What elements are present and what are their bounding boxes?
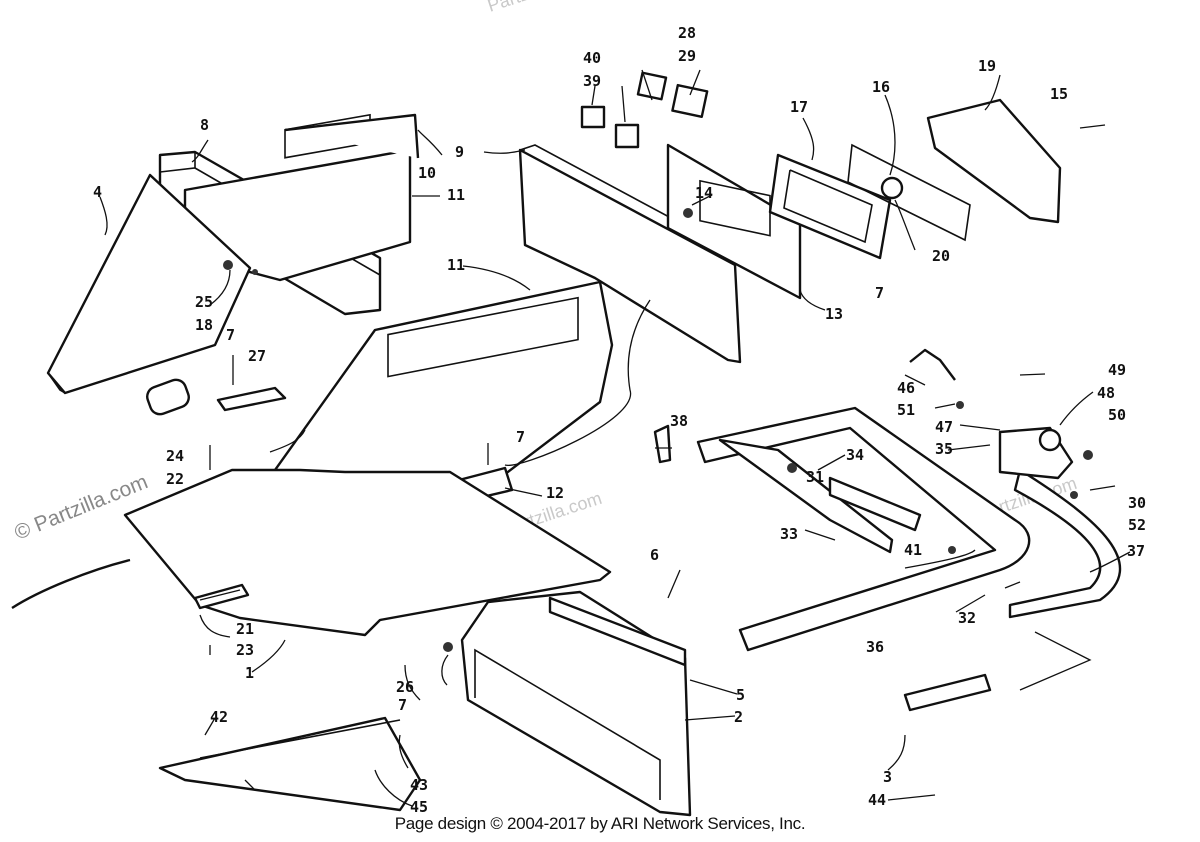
- callout-24: 24: [166, 447, 184, 465]
- callout-35: 35: [935, 440, 953, 458]
- callout-32: 32: [958, 609, 976, 627]
- callout-49: 49: [1108, 361, 1126, 379]
- part-39-reflector: [580, 105, 606, 129]
- callout-11b: 11: [447, 256, 465, 274]
- callout-19: 19: [978, 57, 996, 75]
- callout-9: 9: [455, 143, 464, 161]
- part-19-lens-cover: [926, 98, 1062, 224]
- part-10-rod: [284, 113, 420, 159]
- callout-43: 43: [410, 776, 428, 794]
- callout-8: 8: [200, 116, 209, 134]
- callout-38: 38: [670, 412, 688, 430]
- callout-3: 3: [883, 768, 892, 786]
- callouts: 1 2 3 4 5 6 7 7 7 7 8 9 10 11 11 12 13 1…: [93, 24, 1146, 816]
- callout-11a: 11: [447, 186, 465, 204]
- part-38-clip: [653, 424, 672, 464]
- leader-lines: [99, 69, 1131, 807]
- callout-52: 52: [1128, 516, 1146, 534]
- page-footer: Page design © 2004-2017 by ARI Network S…: [394, 814, 806, 833]
- callout-23: 23: [236, 641, 254, 659]
- callout-45: 45: [410, 798, 428, 816]
- callout-22: 22: [166, 470, 184, 488]
- callout-47: 47: [935, 418, 953, 436]
- callout-21: 21: [236, 620, 254, 638]
- part-27-strip: [216, 386, 287, 412]
- callout-33: 33: [780, 525, 798, 543]
- part-4-plate: [46, 173, 252, 395]
- part-16-gasket: [847, 143, 971, 242]
- callout-31: 31: [806, 468, 824, 486]
- part-36-frame: [696, 406, 1031, 652]
- callout-14: 14: [695, 184, 713, 202]
- part-42-strip: [158, 716, 422, 812]
- hardware: [209, 124, 1116, 791]
- callout-27: 27: [248, 347, 266, 365]
- callout-26: 26: [396, 678, 414, 696]
- part-37-strap: [1008, 468, 1122, 619]
- part-40-reflector: [614, 123, 640, 149]
- callout-7b: 7: [516, 428, 525, 446]
- callout-40: 40: [583, 49, 601, 67]
- callout-17: 17: [790, 98, 808, 116]
- callout-42: 42: [210, 708, 228, 726]
- callout-36: 36: [866, 638, 884, 656]
- callout-15: 15: [1050, 85, 1068, 103]
- part-48-hitch: [998, 426, 1074, 480]
- callout-25: 25: [195, 293, 213, 311]
- part-5-bar: [548, 596, 687, 667]
- callout-5: 5: [736, 686, 745, 704]
- part-2-flap: [460, 590, 692, 817]
- watermark-faint-3: Partzilla.com: [485, 0, 589, 16]
- callout-37: 37: [1127, 542, 1145, 560]
- callout-4: 4: [93, 183, 102, 201]
- part-24-roller: [146, 378, 190, 416]
- part-46-pin: [909, 348, 956, 381]
- callout-2: 2: [734, 708, 743, 726]
- callout-10: 10: [418, 164, 436, 182]
- callout-48: 48: [1097, 384, 1115, 402]
- part-28-reflector: [636, 71, 668, 101]
- part-33-bracket: [718, 438, 922, 554]
- callout-29: 29: [678, 47, 696, 65]
- callout-6: 6: [650, 546, 659, 564]
- callout-13: 13: [825, 305, 843, 323]
- callout-41: 41: [904, 541, 922, 559]
- callout-7d: 7: [398, 696, 407, 714]
- cable: [11, 558, 131, 610]
- callout-44: 44: [868, 791, 886, 809]
- part-29-reflector: [671, 83, 709, 119]
- part-3-reflector: [903, 673, 992, 712]
- callout-34: 34: [846, 446, 864, 464]
- callout-51: 51: [897, 401, 915, 419]
- callout-28: 28: [678, 24, 696, 42]
- callout-7a: 7: [226, 326, 235, 344]
- callout-16: 16: [872, 78, 890, 96]
- callout-46: 46: [897, 379, 915, 397]
- part-20-bulb: [880, 176, 904, 200]
- callout-39: 39: [583, 72, 601, 90]
- partzilla-watermark: © Partzilla.com: [11, 470, 151, 544]
- callout-7c: 7: [875, 284, 884, 302]
- callout-1: 1: [245, 664, 254, 682]
- callout-20: 20: [932, 247, 950, 265]
- callout-12: 12: [546, 484, 564, 502]
- callout-18: 18: [195, 316, 213, 334]
- callout-50: 50: [1108, 406, 1126, 424]
- callout-30: 30: [1128, 494, 1146, 512]
